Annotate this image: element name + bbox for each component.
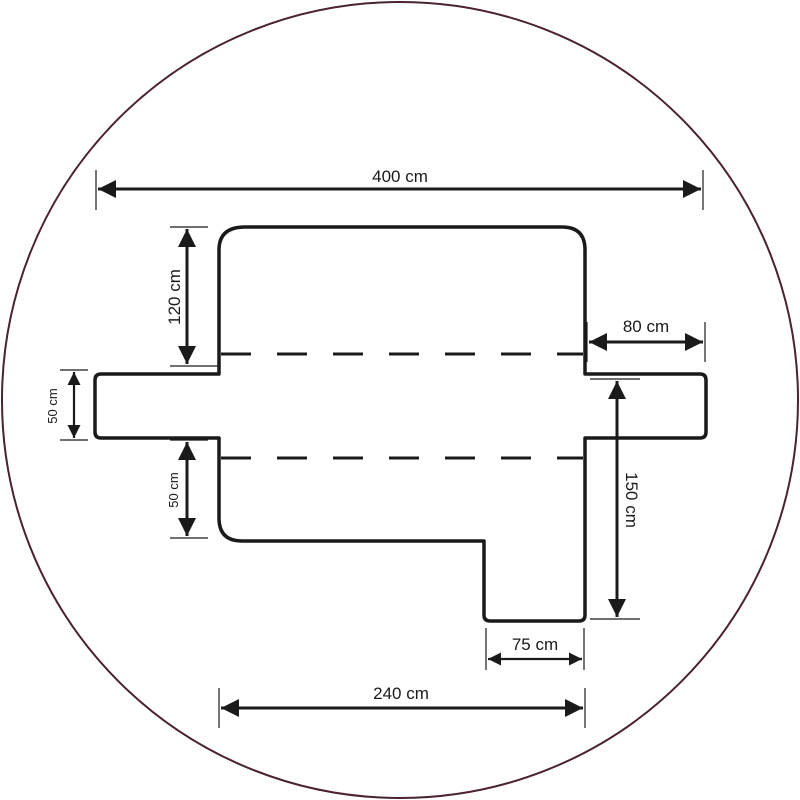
dimension-top-depth: 120 cm	[165, 226, 220, 367]
dimension-right-drop: 150 cm	[590, 378, 641, 620]
label-bottom-tab-width: 75 cm	[512, 635, 558, 654]
label-side-flap-height: 50 cm	[45, 388, 60, 423]
label-center-width: 240 cm	[373, 684, 429, 703]
label-top-depth: 120 cm	[165, 269, 184, 325]
dimension-right-flap-length: 80 cm	[586, 317, 706, 362]
dimension-lower-left-depth: 50 cm	[166, 439, 208, 539]
label-right-drop: 150 cm	[622, 472, 641, 528]
label-lower-left-depth: 50 cm	[166, 472, 181, 507]
label-total-width: 400 cm	[372, 167, 428, 186]
dimension-total-width: 400 cm	[95, 167, 704, 210]
dimension-bottom-tab-width: 75 cm	[485, 628, 585, 670]
dimension-center-width: 240 cm	[218, 684, 586, 728]
cover-outline	[93, 225, 708, 623]
dimension-side-flap-height: 50 cm	[45, 369, 88, 441]
label-right-flap-length: 80 cm	[623, 317, 669, 336]
